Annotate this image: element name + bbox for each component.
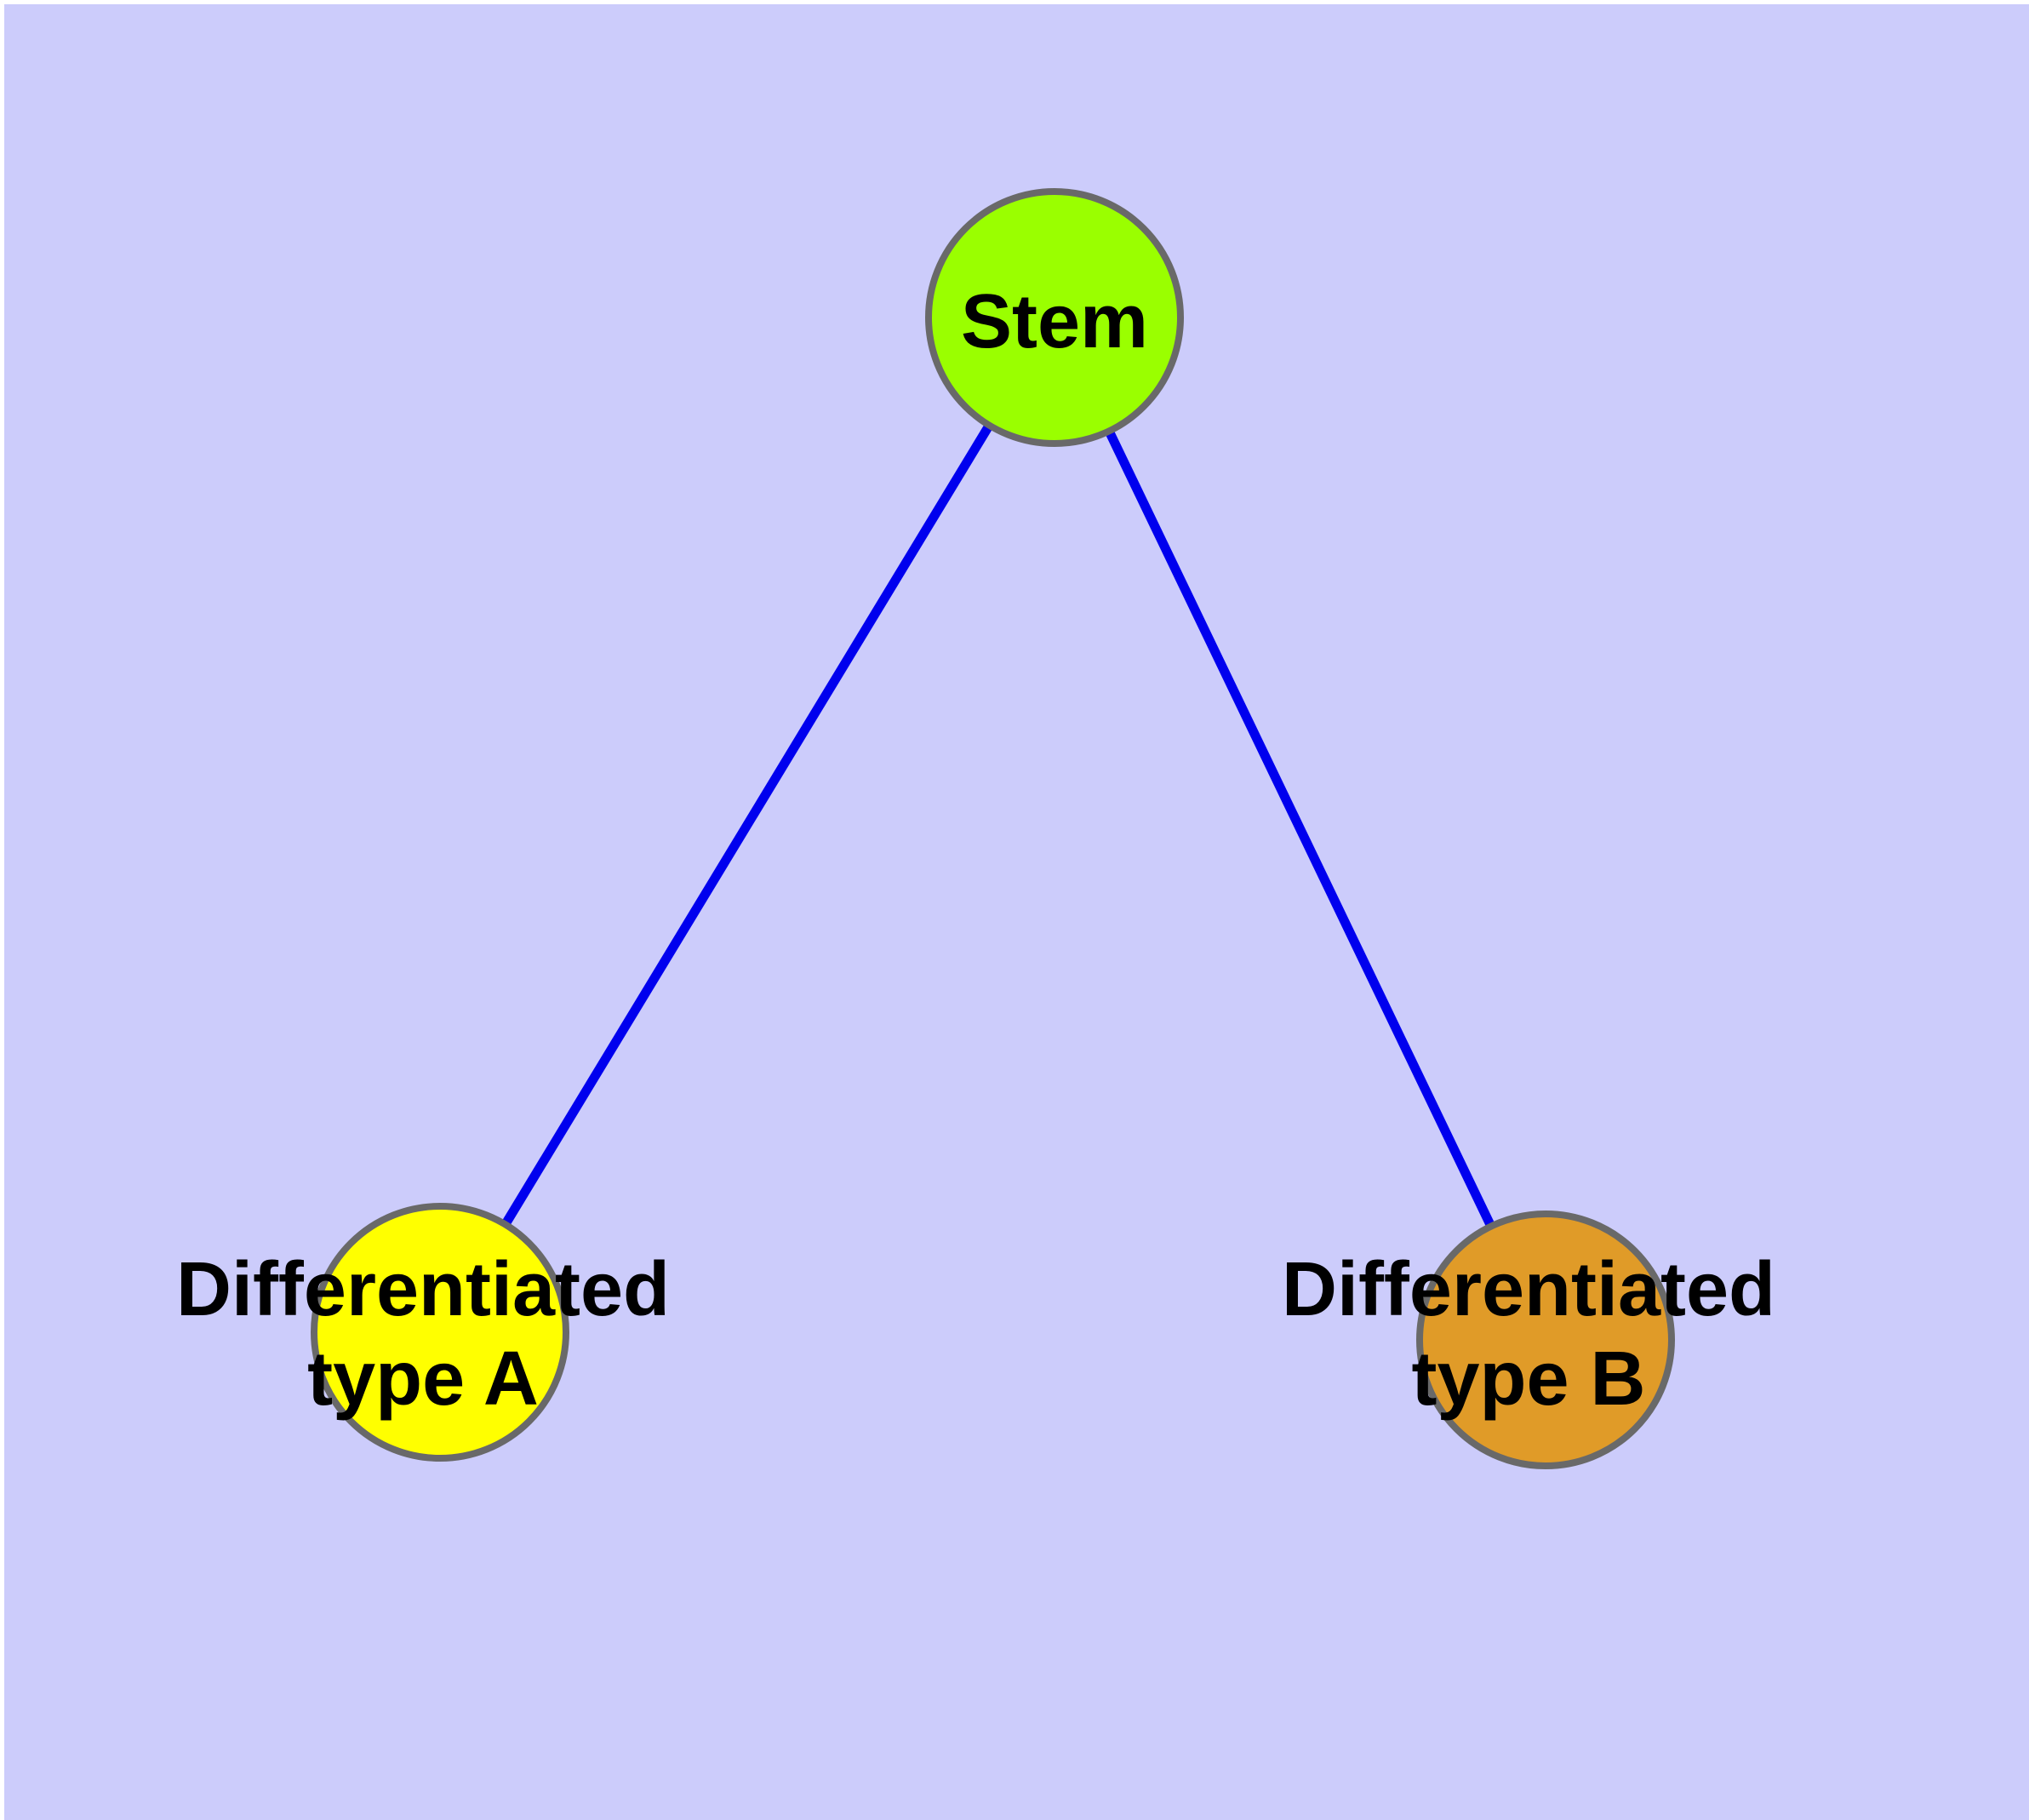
label-line: type B xyxy=(1411,1336,1645,1422)
label-line: Stem xyxy=(961,279,1148,364)
edge-layer xyxy=(436,315,1550,1342)
node-stem-label: Stem xyxy=(961,279,1148,364)
edge-stem-to-diff-b[interactable] xyxy=(1050,315,1550,1342)
node-stem-circle[interactable] xyxy=(925,188,1184,447)
node-layer xyxy=(311,188,1675,1469)
label-line: type A xyxy=(307,1336,539,1422)
label-line: Differentiated xyxy=(176,1247,670,1332)
node-diff-b-circle[interactable] xyxy=(1416,1210,1675,1469)
label-line: Differentiated xyxy=(1282,1247,1775,1332)
node-diff-a-circle[interactable] xyxy=(311,1203,569,1462)
edge-stem-to-diff-a[interactable] xyxy=(436,315,1059,1335)
